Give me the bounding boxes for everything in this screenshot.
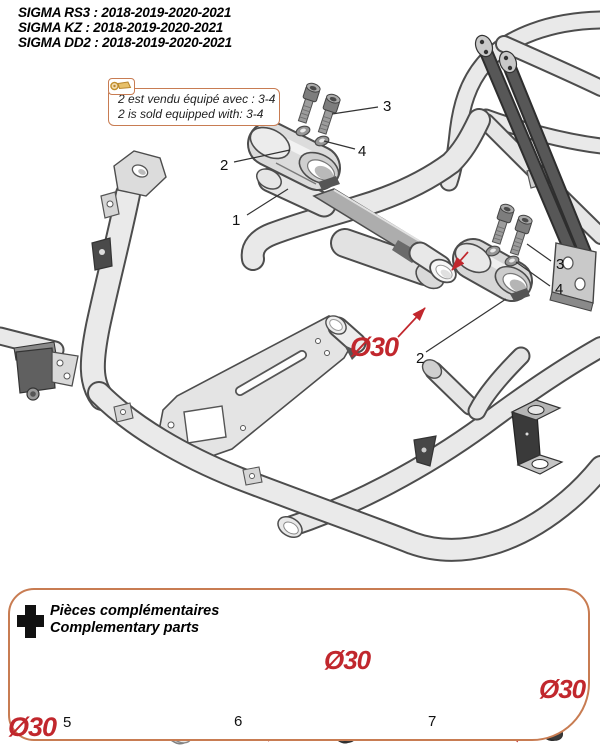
note-icon-chip: [108, 78, 135, 95]
dim-label-30-part6: Ø30: [324, 645, 371, 675]
rear-strap-braces: [474, 34, 597, 312]
callout-5: 5: [63, 714, 72, 731]
plus-icon: [17, 605, 44, 638]
complementary-title-fr: Pièces complémentaires: [50, 603, 220, 619]
callout-3: 3: [383, 98, 392, 115]
tools-icon: [110, 81, 132, 91]
model-title: SIGMA DD2 : 2018-2019-2020-2021: [18, 35, 232, 50]
model-title: SIGMA KZ : 2018-2019-2020-2021: [18, 20, 224, 35]
callout-3b: 3: [556, 256, 565, 273]
part-4-washers: [295, 125, 520, 267]
callout-1: 1: [232, 212, 241, 229]
callout-4: 4: [358, 143, 367, 160]
part-2-clamp-right: [452, 238, 533, 302]
model-title: SIGMA RS3 : 2018-2019-2020-2021: [18, 5, 232, 20]
part-1-stabilizer-bar: [256, 167, 457, 284]
complementary-parts-header: Pièces complémentaires Complementary par…: [50, 603, 219, 637]
dim-label-30-part7: Ø30: [539, 674, 586, 704]
gusset-plate: [157, 315, 367, 458]
callout-2b: 2: [416, 350, 425, 367]
part-3-bolts: [297, 82, 533, 256]
note-box: 2 est vendu équipé avec : 3-4 2 is sold …: [108, 88, 280, 126]
frame-rails: [0, 108, 600, 539]
bottom-rail: [87, 381, 600, 562]
dim-label-30-part5: Ø30: [8, 712, 57, 742]
note-text-fr: 2 est vendu équipé avec : 3-4: [118, 92, 276, 106]
callout-6: 6: [234, 713, 243, 730]
callout-2: 2: [220, 157, 229, 174]
model-title-block: SIGMA RS3 : 2018-2019-2020-2021 SIGMA KZ…: [18, 5, 232, 50]
callout-7: 7: [428, 713, 437, 730]
callout-4b: 4: [555, 281, 564, 298]
dim-label-30: Ø30: [350, 332, 399, 362]
complementary-title-en: Complementary parts: [50, 620, 200, 636]
part-2-clamp-left: [247, 121, 341, 191]
note-text-en: 2 is sold equipped with: 3-4: [118, 107, 264, 121]
engine-mount-bracket: [510, 399, 564, 475]
